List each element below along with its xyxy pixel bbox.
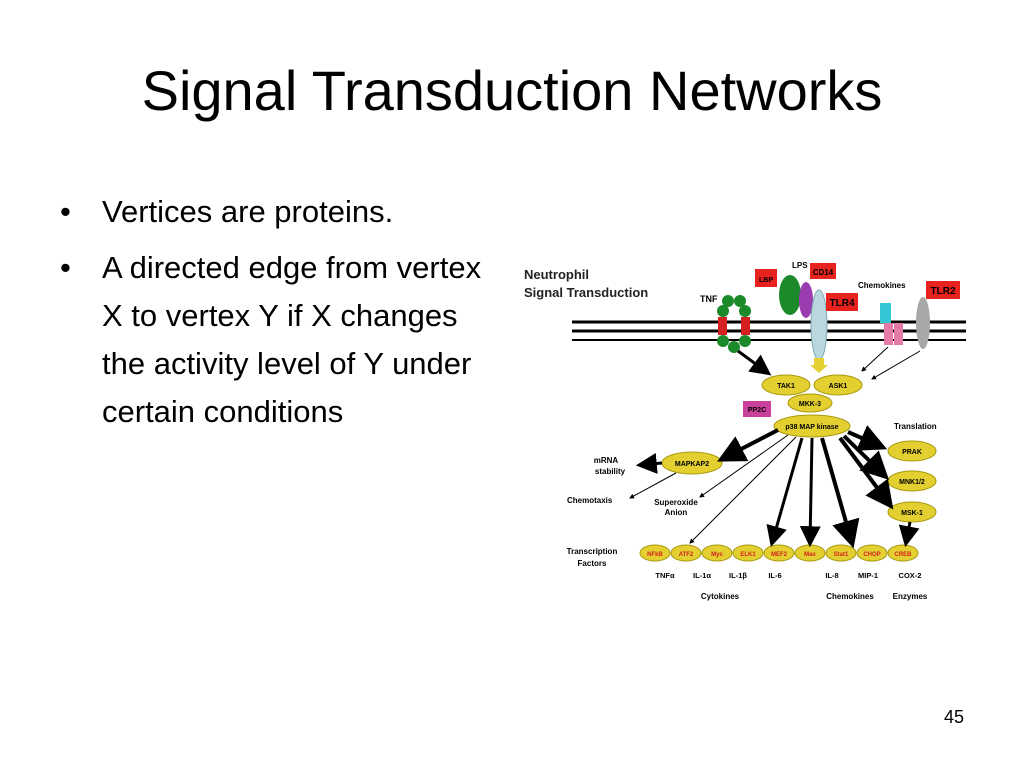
lps-purple-shape <box>799 282 813 318</box>
tf-label: NFkB <box>647 552 663 558</box>
tf-label: Stat1 <box>834 552 849 558</box>
tf-node <box>639 544 671 562</box>
cd14-box <box>810 263 836 279</box>
tf-node <box>670 544 702 562</box>
group-enzymes: Enzymes <box>893 592 928 601</box>
mrna-stability-label-2: stability <box>595 467 626 476</box>
tlr4-label: TLR4 <box>830 298 855 309</box>
ask1-node <box>813 374 863 396</box>
product-cox2: COX-2 <box>899 571 922 580</box>
tlr2-receptor-shape <box>916 297 930 349</box>
product-il1a: IL-1α <box>693 571 711 580</box>
tf-row: NFkB ATF2 Myc ELK1 MEF2 Max Stat1 CHOP C… <box>639 544 919 562</box>
p38-label: p38 MAP kinase <box>785 424 838 431</box>
lbp-box <box>755 269 777 287</box>
group-chemokines: Chemokines <box>826 592 874 601</box>
p38-to-mapkap2-arrow <box>717 428 779 462</box>
product-il1b: IL-1β <box>729 571 747 580</box>
p38-to-superoxide-arrow <box>699 434 789 498</box>
product-il6: IL-6 <box>768 571 781 580</box>
superoxide-label-1: Superoxide <box>654 498 698 507</box>
ask1-label: ASK1 <box>829 383 848 390</box>
bullet-item: • Vertices are proteins. <box>60 188 500 236</box>
tlr2-to-ask1-arrow <box>871 350 921 380</box>
chemotaxis-label: Chemotaxis <box>567 496 613 505</box>
bullet-text: A directed edge from vertex X to vertex … <box>102 250 482 429</box>
tlr4-box <box>826 293 858 311</box>
tak1-label: TAK1 <box>777 383 795 390</box>
bullet-text: Vertices are proteins. <box>102 194 394 229</box>
p38-to-prak-arrow <box>847 425 888 451</box>
tf-node <box>732 544 764 562</box>
tf-label: Max <box>804 552 816 558</box>
tak1-node <box>761 374 811 396</box>
p38-to-mnk-arrow <box>842 434 890 480</box>
prak-label: PRAK <box>902 449 922 456</box>
superoxide-label-2: Anion <box>665 508 688 517</box>
pp2c-label: PP2C <box>748 407 766 414</box>
msk1-node <box>887 501 937 523</box>
lps-label: LPS <box>792 261 808 270</box>
chemokine-to-ask1-arrow <box>861 346 889 372</box>
pp2c-box <box>743 401 771 417</box>
tlr4-receptor-shape <box>810 289 828 361</box>
product-mip1: MIP-1 <box>858 571 878 580</box>
msk1-label: MSK-1 <box>901 510 923 517</box>
page-number: 45 <box>943 707 964 727</box>
tnf-to-tak1-arrow <box>737 349 772 376</box>
p38-to-tf-arrow <box>766 437 804 548</box>
diagram-title-line1: Neutrophil <box>524 267 589 282</box>
bullet-list: • Vertices are proteins. • A directed edge… <box>60 188 500 444</box>
mapkap2-to-chemotaxis-arrow <box>629 472 677 499</box>
mnk12-label: MNK1/2 <box>899 479 925 486</box>
lps-shape <box>779 275 801 315</box>
transcription-label-1: Transcription <box>567 547 618 556</box>
mapkap2-to-mrna-arrow <box>635 453 663 474</box>
tf-node <box>856 544 888 562</box>
p38-to-tf-arrow <box>799 437 821 548</box>
product-il8: IL-8 <box>825 571 838 580</box>
p38-to-tf-arrow <box>689 436 797 544</box>
slide-title: Signal Transduction Networks <box>141 59 883 122</box>
tnf-receptor-icon <box>717 295 751 353</box>
bullet-dot-icon: • <box>60 250 71 285</box>
mapkap2-label: MAPKAP2 <box>675 461 709 468</box>
tf-label: CREB <box>894 552 912 558</box>
bullet-item: • A directed edge from vertex X to vertex… <box>60 244 500 436</box>
tlr4-yellow-arrow-icon <box>810 358 828 373</box>
tf-label: ELK1 <box>740 552 756 558</box>
chemokine-receptor-icon <box>880 303 903 345</box>
cell-membrane <box>572 320 966 341</box>
product-tnfa: TNFα <box>655 571 675 580</box>
group-cytokines: Cytokines <box>701 592 740 601</box>
tlr2-box <box>926 281 960 299</box>
msk1-to-creb-arrow <box>898 521 920 548</box>
p38-to-tf-arrow <box>820 437 860 549</box>
tf-label: ATF2 <box>679 552 694 558</box>
transcription-label-2: Factors <box>578 559 607 568</box>
mkk3-node <box>787 393 833 413</box>
p38-to-msk1-arrow <box>838 436 894 510</box>
tf-node <box>701 544 733 562</box>
tf-label: Myc <box>711 552 723 558</box>
translation-label: Translation <box>894 422 937 431</box>
lbp-label: LBP <box>759 277 773 284</box>
bullet-dot-icon: • <box>60 194 71 229</box>
tlr2-label: TLR2 <box>931 286 956 297</box>
neutrophil-signal-diagram: Neutrophil Signal Transduction TNF LBP L… <box>524 261 966 601</box>
tf-label: MEF2 <box>771 552 788 558</box>
mrna-stability-label-1: mRNA <box>594 456 619 465</box>
p38-node <box>773 414 851 438</box>
cd14-label: CD14 <box>813 268 834 277</box>
tnf-label: TNF <box>700 294 718 304</box>
diagram-title-line2: Signal Transduction <box>524 285 648 300</box>
chemokines-receptor-label: Chemokines <box>858 281 906 290</box>
mkk3-label: MKK-3 <box>799 401 821 408</box>
tf-label: CHOP <box>863 552 880 558</box>
